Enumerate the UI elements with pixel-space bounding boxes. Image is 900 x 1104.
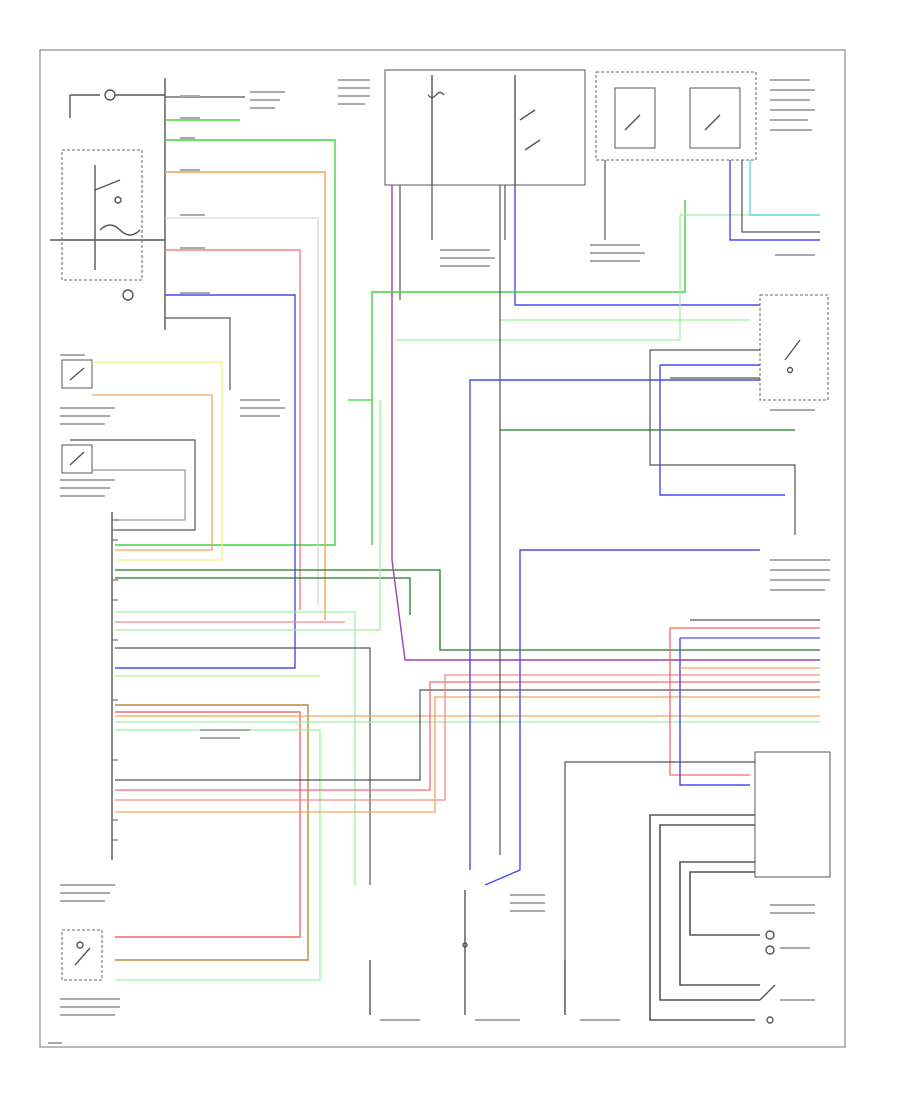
wire-orn-1 — [165, 171, 326, 620]
wire-blk-unit5 — [689, 871, 760, 936]
wire-blu-sw2 — [659, 365, 785, 496]
wire-blk-unit3 — [659, 824, 760, 1001]
fuse-component — [69, 89, 165, 118]
wire-blk-ground — [165, 317, 231, 390]
wire-blk-sw2 — [649, 350, 796, 535]
wire-red-2 — [115, 711, 301, 938]
wire-blk-unit — [564, 761, 755, 1015]
wire-grn-bus — [371, 200, 686, 545]
diagram-frame — [39, 49, 846, 1048]
connector-pins — [112, 519, 118, 841]
ground-point-2 — [462, 890, 468, 1015]
wire-blk-relay2 — [741, 160, 820, 233]
wire-ltgrn-1 — [115, 611, 356, 885]
fan-control-unit — [754, 751, 831, 878]
wire-grn-3 — [115, 729, 321, 981]
wire-red-3 — [115, 681, 820, 791]
wire-blk-sensor — [70, 439, 196, 531]
wire-orn-2 — [92, 394, 213, 551]
wire-brn-1 — [115, 704, 309, 961]
wire-blu-4 — [484, 549, 760, 886]
blower-relay-component — [50, 149, 165, 301]
wire-blk-unit2 — [649, 814, 755, 1021]
wire-orn-4 — [115, 696, 820, 813]
wire-dkgrn-2 — [115, 577, 411, 615]
wire-blu-relay — [729, 160, 820, 241]
wire-red-right — [669, 628, 750, 776]
wire-pink-2 — [115, 674, 820, 801]
illegible-label-marks — [48, 69, 830, 1044]
wire-ltblu-1 — [749, 160, 820, 216]
wire-red-1 — [165, 249, 301, 610]
wire-grn-1 — [115, 139, 336, 546]
wire-yel-1 — [92, 361, 223, 561]
wire-blu-2 — [514, 185, 760, 306]
blower-switch — [759, 294, 829, 401]
fuse-box-internals — [427, 75, 541, 185]
condenser-fan-motor — [765, 930, 775, 955]
wire-blk-unit4 — [679, 861, 760, 986]
wire-gray-sensor — [92, 469, 186, 521]
wire-blk-2 — [115, 647, 371, 885]
relay-internals — [614, 87, 741, 149]
ambient-sensor — [61, 444, 93, 474]
wire-purple-1 — [391, 185, 820, 661]
evaporator-sensor — [61, 359, 93, 389]
wire-blk-3 — [115, 689, 820, 781]
wire-ltgrn-top — [395, 214, 760, 341]
wire-dkgrn-1 — [115, 569, 820, 651]
compressor-switch — [61, 929, 103, 981]
compressor-clutch — [759, 984, 776, 1024]
relay-box — [595, 71, 757, 161]
wire-blu-1 — [115, 294, 296, 669]
wire-blu-3 — [469, 379, 760, 870]
wire-gray-1 — [165, 217, 319, 605]
wire-blu-right — [679, 638, 750, 786]
blower-switch-internals — [784, 339, 801, 374]
fuse-box — [384, 69, 586, 186]
